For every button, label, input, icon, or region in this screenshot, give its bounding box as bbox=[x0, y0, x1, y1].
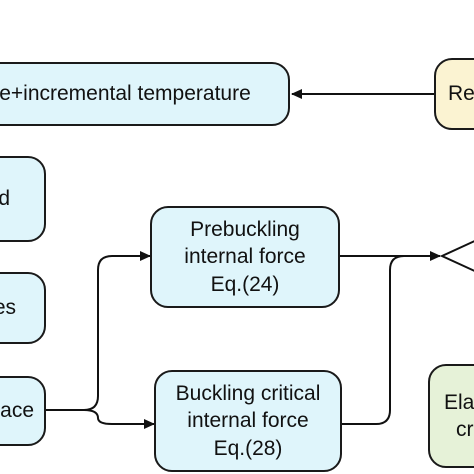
node-right-bottom-line2: cr bbox=[456, 418, 474, 441]
node-buckling-line1: Buckling critical bbox=[175, 382, 321, 406]
node-buckling-line3: Eq.(28) bbox=[213, 436, 283, 460]
node-buckling: Buckling critical internal force Eq.(28) bbox=[154, 370, 342, 472]
node-left-2-label: es bbox=[0, 296, 16, 320]
node-left-1-label: d bbox=[0, 187, 10, 211]
node-left-3: ace bbox=[0, 376, 46, 446]
node-left-2: es bbox=[0, 272, 46, 344]
node-prebuckling-line2: internal force bbox=[184, 245, 306, 269]
arrow-ace-to-prebuckling bbox=[46, 251, 151, 411]
node-buckling-line2: internal force bbox=[187, 409, 309, 433]
decision-diamond bbox=[439, 240, 474, 272]
node-incremental-temperature-label: e+incremental temperature bbox=[0, 82, 251, 106]
node-left-3-label: ace bbox=[0, 399, 34, 423]
node-right-bottom-line1: Ela bbox=[444, 390, 474, 414]
node-left-1: d bbox=[0, 156, 46, 242]
node-right-top-label: Re bbox=[448, 82, 474, 106]
arrow-ace-to-buckling bbox=[46, 409, 155, 429]
node-right-bottom: Ela cr bbox=[428, 364, 474, 468]
node-incremental-temperature: e+incremental temperature bbox=[0, 62, 290, 126]
node-right-top: Re bbox=[434, 58, 474, 130]
node-prebuckling-line3: Eq.(24) bbox=[210, 272, 280, 296]
node-prebuckling: Prebuckling internal force Eq.(24) bbox=[150, 206, 340, 308]
node-prebuckling-line1: Prebuckling bbox=[190, 218, 300, 242]
arrow-buckling-to-decision bbox=[342, 255, 440, 425]
